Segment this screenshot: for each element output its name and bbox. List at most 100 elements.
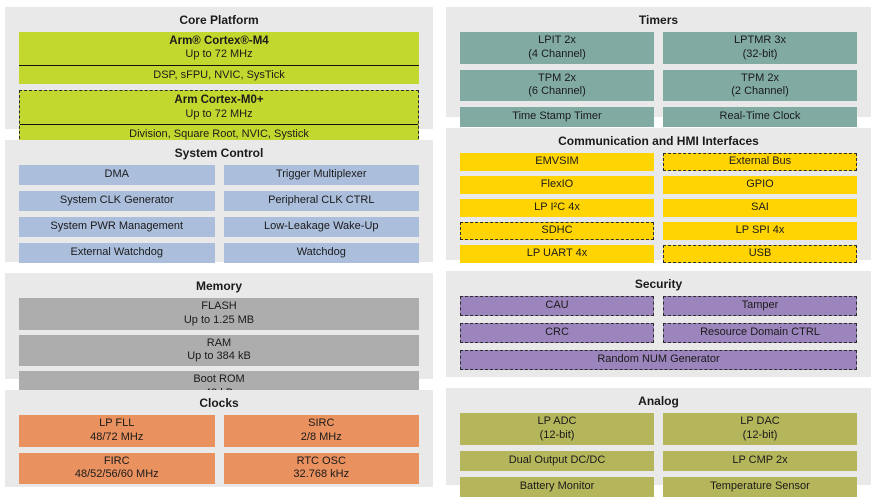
block-flash: FLASH Up to 1.25 MB [19,298,419,330]
block-tpm-6ch-name: TPM 2x [538,71,576,84]
block-cortex-m0-speed: Up to 72 MHz [185,107,253,120]
block-cortex-m4-name: Arm® Cortex®-M4 [169,35,269,47]
block-lp-uart: LP UART 4x [460,245,654,263]
block-cortex-m4: Arm® Cortex®-M4 Up to 72 MHz DSP, sFPU, … [19,32,419,85]
block-trigger-multiplexer: Trigger Multiplexer [223,165,419,185]
panel-system-control-title: System Control [174,146,264,160]
panel-clocks: Clocks LP FLL 48/72 MHz SIRC 2/8 MHz FIR… [5,390,433,487]
block-tpm-2ch-detail: (2 Channel) [731,85,789,98]
block-external-watchdog: External Watchdog [19,243,215,263]
block-watchdog: Watchdog [223,243,419,263]
block-system-clk-generator: System CLK Generator [19,191,215,211]
panel-core-platform-title: Core Platform [179,13,259,27]
block-firc-detail: 48/52/56/60 MHz [74,468,159,481]
block-time-stamp-timer: Time Stamp Timer [460,107,654,127]
block-flash-detail: Up to 1.25 MB [183,313,255,326]
block-sirc: SIRC 2/8 MHz [223,415,419,447]
block-sirc-detail: 2/8 MHz [300,430,342,443]
block-lptmr: LPTMR 3x (32-bit) [663,32,857,64]
block-peripheral-clk-ctrl: Peripheral CLK CTRL [223,191,419,211]
block-lp-adc: LP ADC (12-bit) [460,413,654,445]
block-firc-name: FIRC [103,454,130,467]
block-rtc-osc-name: RTC OSC [296,454,346,467]
block-sirc-name: SIRC [308,417,335,429]
block-lp-adc-name: LP ADC [537,415,577,427]
panel-timers: Timers LPIT 2x (4 Channel) LPTMR 3x (32-… [446,7,871,127]
block-flash-name: FLASH [201,300,237,312]
block-cortex-m4-speed: Up to 72 MHz [185,48,253,61]
block-cortex-m0-header: Arm Cortex-M0+ Up to 72 MHz [20,91,418,124]
block-emvsim: EMVSIM [460,153,654,171]
block-tamper: Tamper [663,296,857,316]
block-cortex-m4-features: DSP, sFPU, NVIC, SysTick [19,65,419,84]
block-crc: CRC [460,323,654,343]
panel-clocks-title: Clocks [199,396,239,410]
right-column: Timers LPIT 2x (4 Channel) LPTMR 3x (32-… [446,7,871,497]
block-battery-monitor: Battery Monitor [460,476,654,497]
block-lp-dac-name: LP DAC [740,415,780,427]
system-control-grid: DMA Trigger Multiplexer System CLK Gener… [19,165,419,263]
security-grid: CAU Tamper CRC Resource Domain CTRL Rand… [460,296,857,370]
timers-grid: LPIT 2x (4 Channel) LPTMR 3x (32-bit) TP… [460,32,857,127]
block-gpio: GPIO [663,176,857,194]
block-lp-dac-detail: (12-bit) [742,428,778,441]
block-cortex-m0-name: Arm Cortex-M0+ [174,94,264,107]
block-resource-domain-ctrl: Resource Domain CTRL [663,323,857,343]
panel-security: Security CAU Tamper CRC Resource Domain … [446,271,871,377]
block-lp-spi: LP SPI 4x [663,222,857,240]
block-sai: SAI [663,199,857,217]
block-lpit-detail: (4 Channel) [528,47,586,60]
block-low-leakage-wake-up: Low-Leakage Wake-Up [223,217,419,237]
block-lp-adc-detail: (12-bit) [539,428,575,441]
block-cortex-m0: Arm Cortex-M0+ Up to 72 MHz Division, Sq… [19,90,419,145]
block-boot-rom-name: Boot ROM [193,373,245,385]
block-rtc-osc-detail: 32.768 kHz [293,468,350,481]
panel-security-title: Security [634,277,683,291]
block-lp-fll-name: LP FLL [99,417,135,429]
block-lp-cmp: LP CMP 2x [663,450,857,471]
block-firc: FIRC 48/52/56/60 MHz [19,452,215,484]
block-dma: DMA [19,165,215,185]
panel-timers-title: Timers [638,13,679,27]
block-usb: USB [663,245,857,263]
panel-analog: Analog LP ADC (12-bit) LP DAC (12-bit) D… [446,388,871,497]
memory-grid: FLASH Up to 1.25 MB RAM Up to 384 kB Boo… [19,298,419,403]
block-ram: RAM Up to 384 kB [19,334,419,366]
panel-communication-title: Communication and HMI Interfaces [558,134,759,148]
block-rtc-osc: RTC OSC 32.768 kHz [223,452,419,484]
panel-communication: Communication and HMI Interfaces EMVSIM … [446,128,871,263]
block-lptmr-detail: (32-bit) [742,47,778,60]
block-ram-name: RAM [206,336,232,349]
analog-grid: LP ADC (12-bit) LP DAC (12-bit) Dual Out… [460,413,857,497]
panel-analog-title: Analog [638,394,679,408]
block-real-time-clock: Real-Time Clock [663,107,857,127]
clocks-grid: LP FLL 48/72 MHz SIRC 2/8 MHz FIRC 48/52… [19,415,419,484]
panel-system-control: System Control DMA Trigger Multiplexer S… [5,140,433,263]
panel-memory: Memory FLASH Up to 1.25 MB RAM Up to 384… [5,273,433,403]
block-tpm-6ch-detail: (6 Channel) [528,85,586,98]
block-external-bus: External Bus [663,153,857,171]
block-flexio: FlexIO [460,176,654,194]
panel-memory-title: Memory [195,279,242,293]
block-lp-fll: LP FLL 48/72 MHz [19,415,215,447]
block-lp-dac: LP DAC (12-bit) [663,413,857,445]
block-ram-detail: Up to 384 kB [187,350,251,363]
block-cortex-m4-header: Arm® Cortex®-M4 Up to 72 MHz [19,32,419,65]
block-lpit: LPIT 2x (4 Channel) [460,32,654,64]
panel-core-platform: Core Platform Arm® Cortex®-M4 Up to 72 M… [5,7,433,145]
block-tpm-2ch-name: TPM 2x [741,71,779,84]
block-dual-output-dcdc: Dual Output DC/DC [460,450,654,471]
block-random-num-generator: Random NUM Generator [460,350,857,370]
block-lp-fll-detail: 48/72 MHz [90,430,144,443]
block-cau: CAU [460,296,654,316]
block-lpit-name: LPIT 2x [538,34,576,46]
block-system-pwr-management: System PWR Management [19,217,215,237]
block-tpm-6ch: TPM 2x (6 Channel) [460,69,654,101]
block-sdhc: SDHC [460,222,654,240]
block-lptmr-name: LPTMR 3x [734,34,786,46]
block-lp-i2c: LP I²C 4x [460,199,654,217]
block-temperature-sensor: Temperature Sensor [663,476,857,497]
communication-grid: EMVSIM External Bus FlexIO GPIO LP I²C 4… [460,153,857,263]
block-cortex-m0-features: Division, Square Root, NVIC, Systick [20,124,418,143]
